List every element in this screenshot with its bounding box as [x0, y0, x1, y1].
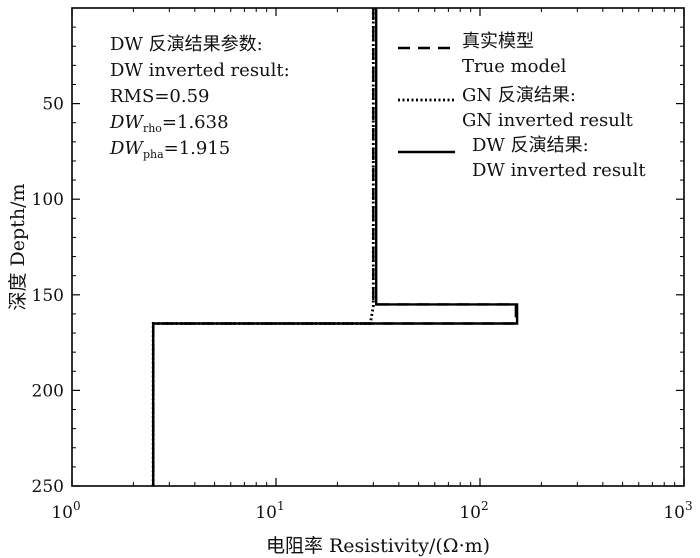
- y-tick-label: 150: [32, 286, 64, 306]
- annotation-rms: RMS=0.59: [110, 86, 209, 107]
- dw-rho-value: =1.638: [162, 112, 229, 133]
- dw-pha-label: DW: [109, 138, 144, 159]
- y-axis-title: 深度 Depth/m: [7, 184, 29, 311]
- annotation-dw-pha: DWpha=1.915: [109, 138, 230, 161]
- y-tick-label: 250: [32, 477, 64, 497]
- dw-pha-value: =1.915: [164, 138, 231, 159]
- legend-label-dw-cn: DW 反演结果:: [472, 135, 589, 156]
- legend: 真实模型 True model GN 反演结果: GN inverted res…: [398, 31, 646, 181]
- inversion-parameters: DW 反演结果参数: DW inverted result: RMS=0.59 …: [109, 34, 290, 161]
- legend-label-true-model-cn: 真实模型: [462, 31, 534, 52]
- dw-rho-sub: rho: [143, 122, 162, 135]
- x-tick-label: 103: [663, 499, 692, 523]
- legend-label-gn-en: GN inverted result: [462, 110, 634, 131]
- y-tick-label: 100: [32, 190, 64, 210]
- y-tick-label: 200: [32, 381, 64, 401]
- series-dw-inverted: [151, 8, 519, 486]
- legend-label-true-model-en: True model: [462, 56, 567, 77]
- series-lines: [151, 8, 519, 486]
- dw-pha-sub: pha: [143, 148, 164, 161]
- plot-frame: [71, 7, 685, 487]
- y-tick-label: 50: [42, 95, 64, 115]
- x-tick-label: 102: [459, 499, 488, 523]
- x-axis-title: 电阻率 Resistivity/(Ω·m): [266, 535, 490, 557]
- dw-rho-label: DW: [109, 112, 144, 133]
- x-tick-label: 101: [255, 499, 284, 523]
- axis-ticks: 100 101 102 103 50 100 150 200 250: [32, 8, 693, 523]
- legend-label-dw-en: DW inverted result: [472, 160, 646, 181]
- x-tick-label: 100: [51, 499, 80, 523]
- annotation-dw-rho: DWrho=1.638: [109, 112, 229, 135]
- annotation-line-en: DW inverted result:: [110, 60, 290, 81]
- annotation-line-cn: DW 反演结果参数:: [110, 34, 263, 55]
- legend-label-gn-cn: GN 反演结果:: [462, 85, 576, 106]
